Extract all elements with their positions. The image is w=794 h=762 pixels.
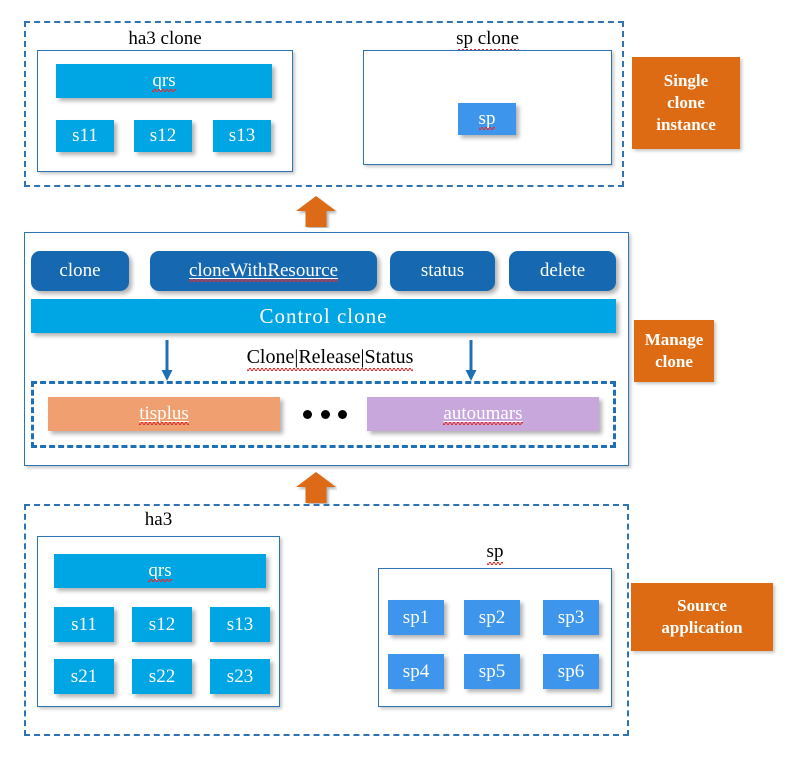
block-s11-source[interactable]: s11	[54, 607, 114, 642]
block-s13-clone[interactable]: s13	[213, 120, 271, 152]
ha3-caption: ha3	[144, 509, 173, 530]
block-qrs-source[interactable]: qrs	[54, 554, 266, 588]
button-clone-with-resource[interactable]: cloneWithResource	[150, 251, 377, 291]
arrow-manage-to-instance	[295, 196, 337, 228]
label-clone-release-status: Clone|Release|Status	[246, 346, 414, 371]
label-manage-clone: Manage clone	[634, 320, 714, 382]
block-tisplus[interactable]: tisplus	[48, 397, 280, 431]
button-delete[interactable]: delete	[509, 251, 616, 291]
block-s23-source[interactable]: s23	[210, 659, 270, 694]
ha3-clone-caption: ha3 clone	[128, 28, 202, 49]
block-s12-source[interactable]: s12	[132, 607, 192, 642]
block-autoumars[interactable]: autoumars	[367, 397, 599, 431]
button-clone[interactable]: clone	[31, 251, 129, 291]
arrow-source-to-manage	[295, 472, 337, 504]
block-sp4[interactable]: sp4	[388, 654, 444, 689]
sp-clone-caption: sp clone	[456, 28, 519, 52]
block-s13-source[interactable]: s13	[210, 607, 270, 642]
arrow-control-to-tisplus	[160, 340, 174, 382]
block-sp6[interactable]: sp6	[543, 654, 599, 689]
group-tenants	[31, 381, 616, 448]
block-s11-clone[interactable]: s11	[56, 120, 114, 152]
button-status[interactable]: status	[390, 251, 495, 291]
block-sp-clone[interactable]: sp	[458, 103, 516, 135]
block-sp3[interactable]: sp3	[543, 600, 599, 635]
block-s21-source[interactable]: s21	[54, 659, 114, 694]
ellipsis-tenants	[303, 409, 347, 420]
block-s22-source[interactable]: s22	[132, 659, 192, 694]
label-single-clone-instance: Single clone instance	[632, 57, 740, 149]
label-source-application: Source application	[631, 583, 773, 651]
arrow-control-to-autoumars	[464, 340, 478, 382]
bar-control-clone[interactable]: Control clone	[31, 299, 616, 333]
block-sp5[interactable]: sp5	[464, 654, 520, 689]
sp-caption: sp	[486, 541, 504, 565]
block-s12-clone[interactable]: s12	[134, 120, 192, 152]
block-qrs-clone[interactable]: qrs	[56, 64, 272, 98]
block-sp1[interactable]: sp1	[388, 600, 444, 635]
block-sp2[interactable]: sp2	[464, 600, 520, 635]
